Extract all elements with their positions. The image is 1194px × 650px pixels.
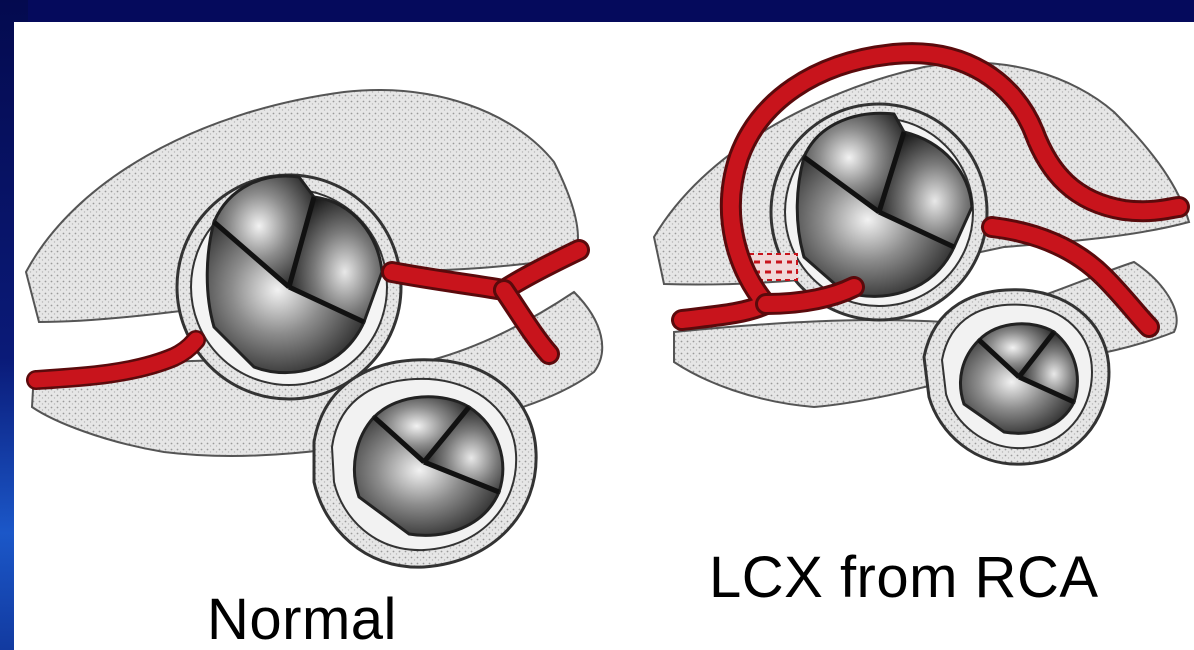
figure-panel: Normal LCX from RCA (14, 22, 1194, 650)
normal-caption: Normal (207, 586, 397, 650)
anomalous-heart-illustration (654, 53, 1189, 464)
lcx-from-rca-caption: LCX from RCA (709, 544, 1099, 611)
anomalous-pulmonary-valve (924, 290, 1109, 464)
normal-pulmonary-valve (314, 360, 536, 567)
normal-aortic-valve (177, 175, 401, 399)
normal-heart-illustration (26, 90, 602, 567)
anomalous-aortic-valve (771, 104, 987, 320)
